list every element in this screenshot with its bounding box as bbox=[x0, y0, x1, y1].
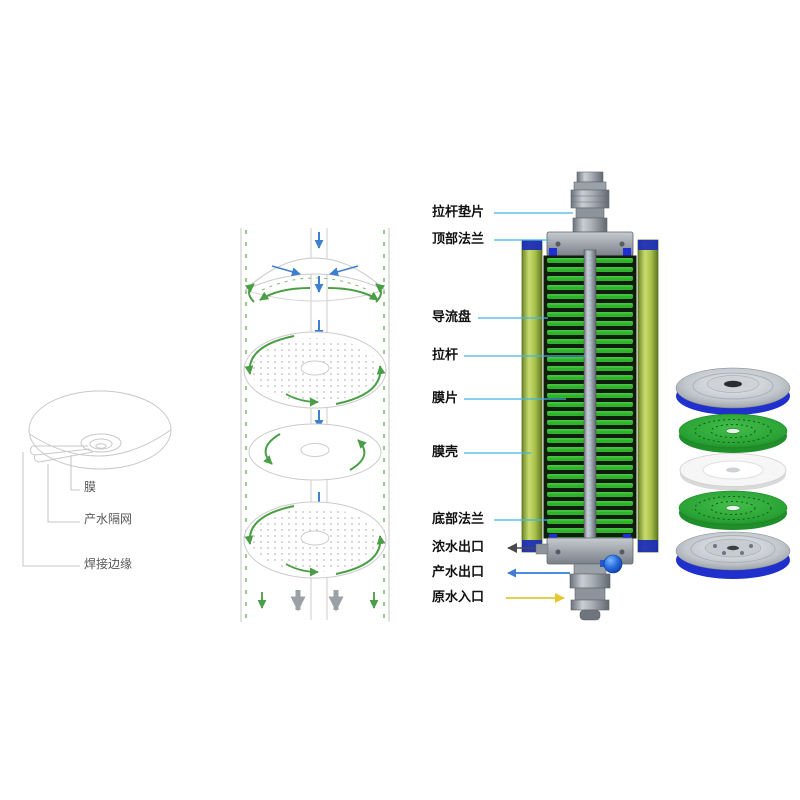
label-membrane: 膜 bbox=[84, 480, 97, 494]
flow-disc-deflector bbox=[248, 410, 382, 481]
flow-disc-membrane-1 bbox=[243, 320, 387, 409]
label-welded-edge: 焊接边缘 bbox=[84, 557, 133, 571]
exploded-membrane-disc-2 bbox=[678, 490, 788, 530]
flow-outlet-arrows bbox=[257, 590, 379, 612]
flow-diagram bbox=[240, 228, 390, 622]
module-valve-ball bbox=[600, 554, 623, 574]
exploded-spacer-disc bbox=[679, 453, 787, 491]
disc-detail-figure bbox=[22, 390, 172, 567]
disc-detail-leader-lines bbox=[22, 452, 80, 567]
label-flow-guide-disc: 导流盘 bbox=[432, 310, 472, 325]
label-top-flange: 顶部法兰 bbox=[432, 232, 485, 247]
label-membrane-housing: 膜壳 bbox=[432, 445, 459, 460]
module-bottom-shaft bbox=[569, 563, 611, 621]
flow-disc-membrane-2 bbox=[243, 492, 387, 579]
label-tie-rod-gasket: 拉杆垫片 bbox=[432, 205, 485, 220]
label-raw-inlet: 原水入口 bbox=[432, 590, 485, 605]
exploded-membrane-disc-1 bbox=[678, 413, 788, 453]
flow-disc-dome bbox=[244, 232, 386, 303]
label-product-outlet: 产水出口 bbox=[432, 565, 485, 580]
module-top-flange bbox=[546, 231, 634, 257]
exploded-bottom-flange-disc bbox=[675, 531, 791, 579]
exploded-top-flange-disc bbox=[675, 367, 791, 415]
label-permeate-spacer: 产水隔网 bbox=[84, 512, 133, 526]
module-top-shaft bbox=[570, 171, 610, 233]
label-tie-rod: 拉杆 bbox=[432, 348, 459, 363]
exploded-disc-stack bbox=[675, 367, 791, 579]
label-membrane-sheet: 膜片 bbox=[432, 391, 459, 406]
port-arrows bbox=[506, 543, 570, 603]
module-cross-section bbox=[521, 171, 659, 621]
label-concentrate-outlet: 浓水出口 bbox=[432, 540, 485, 555]
label-bottom-flange: 底部法兰 bbox=[432, 512, 485, 527]
module-membrane-stack bbox=[543, 249, 637, 543]
callout-lines bbox=[464, 212, 586, 521]
